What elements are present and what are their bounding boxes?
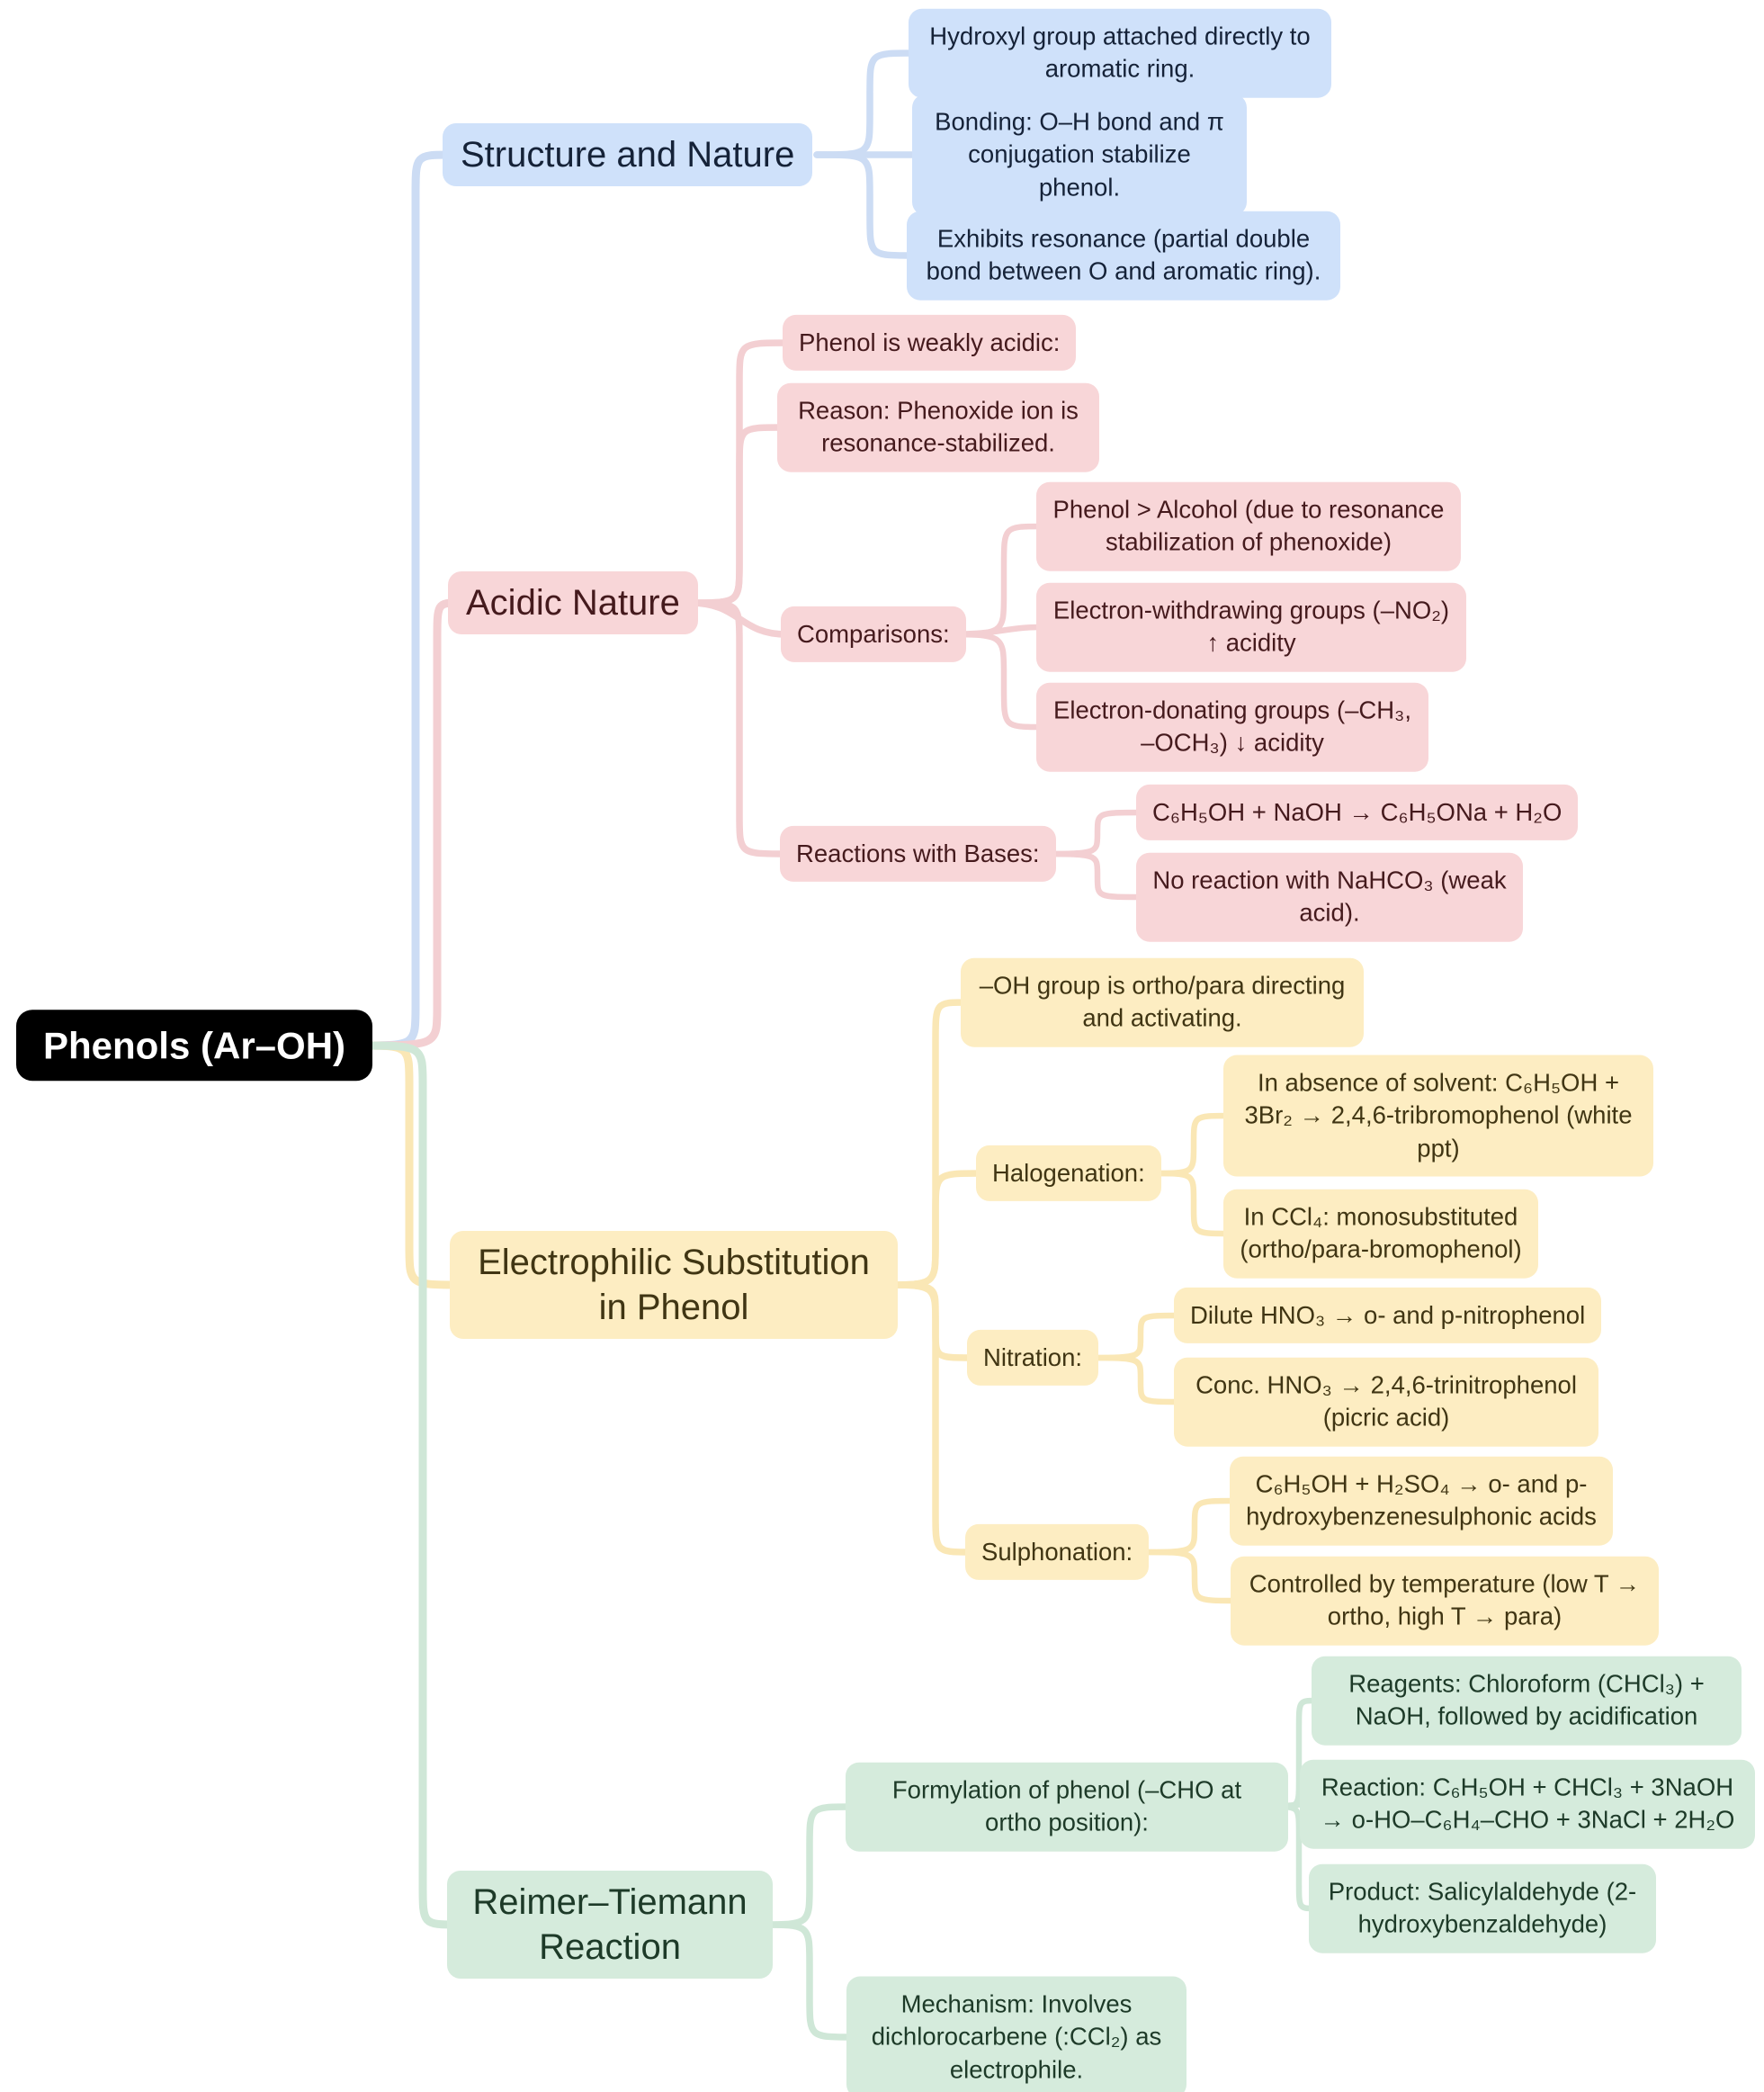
branch-reimer-tiemann: Reimer–Tiemann Reaction xyxy=(447,1871,773,1979)
node-reason-phenoxide: Reason: Phenoxide ion is resonance-stabi… xyxy=(777,382,1099,472)
link-root-reimer xyxy=(355,1041,462,1929)
node-ewg-increase-acidity: Electron-withdrawing groups (–NO₂) ↑ aci… xyxy=(1036,582,1466,672)
link-electro-sulphonation xyxy=(878,1281,974,1556)
link-bases-nahco3 xyxy=(1031,850,1145,901)
node-edg-decrease-acidity: Electron-donating groups (–CH₃, –OCH₃) ↓… xyxy=(1036,682,1428,772)
link-acidic-reason xyxy=(687,424,786,606)
node-reactions-with-bases: Reactions with Bases: xyxy=(780,825,1056,883)
link-formylation-product xyxy=(1272,1803,1318,1912)
node-hydroxyl-group: Hydroxyl group attached directly to arom… xyxy=(909,8,1331,98)
node-halogenation: Halogenation: xyxy=(976,1145,1161,1202)
node-mechanism-dichlorocarbene: Mechanism: Involves dichlorocarbene (:CC… xyxy=(846,1976,1186,2092)
branch-structure-and-nature: Structure and Nature xyxy=(443,123,813,186)
link-reimer-mechanism xyxy=(757,1921,855,2041)
link-halogenation-ccl4 xyxy=(1148,1170,1232,1237)
node-weakly-acidic: Phenol is weakly acidic: xyxy=(783,314,1077,372)
node-sulphonation-reaction: C₆H₅OH + H₂SO₄ → o- and p-hydroxybenzene… xyxy=(1230,1456,1613,1546)
node-product-salicylaldehyde: Product: Salicylaldehyde (2-hydroxybenza… xyxy=(1309,1863,1656,1953)
node-conc-hno3-picric: Conc. HNO₃ → 2,4,6-trinitrophenol (picri… xyxy=(1174,1357,1598,1447)
link-structure-resonance xyxy=(813,151,916,259)
node-oh-ortho-para-directing: –OH group is ortho/para directing and ac… xyxy=(961,957,1364,1047)
node-sulphonation-temperature: Controlled by temperature (low T → ortho… xyxy=(1231,1556,1659,1646)
node-phenol-gt-alcohol: Phenol > Alcohol (due to resonance stabi… xyxy=(1036,481,1461,571)
root-node-phenols: Phenols (Ar–OH) xyxy=(16,1010,372,1082)
link-halogenation-no-solvent xyxy=(1148,1112,1232,1177)
node-comparisons: Comparisons: xyxy=(781,606,966,663)
link-sulphonation-reaction xyxy=(1136,1497,1239,1556)
node-nahco3-no-reaction: No reaction with NaHCO₃ (weak acid). xyxy=(1136,852,1523,942)
node-reagents-chloroform: Reagents: Chloroform (CHCl₃) + NaOH, fol… xyxy=(1312,1656,1742,1746)
link-comparisons-edg xyxy=(937,631,1045,731)
node-halogenation-ccl4: In CCl₄: monosubstituted (ortho/para-bro… xyxy=(1223,1189,1538,1279)
node-sulphonation: Sulphonation: xyxy=(965,1523,1150,1581)
link-sulphonation-temperature xyxy=(1136,1549,1240,1604)
node-bonding-conjugation: Bonding: O–H bond and π conjugation stab… xyxy=(912,94,1247,216)
link-structure-hydroxyl xyxy=(813,49,918,158)
link-acidic-bases xyxy=(687,599,789,857)
node-naoh-reaction: C₆H₅OH + NaOH → C₆H₅ONa + H₂O xyxy=(1136,784,1579,841)
node-halogenation-no-solvent: In absence of solvent: C₆H₅OH + 3Br₂ → 2… xyxy=(1223,1055,1653,1177)
node-nitration: Nitration: xyxy=(967,1329,1099,1387)
node-reaction-equation: Reaction: C₆H₅OH + CHCl₃ + 3NaOH → o-HO–… xyxy=(1300,1759,1755,1849)
link-root-acidic xyxy=(355,598,463,1050)
link-reimer-formylation xyxy=(757,1803,855,1928)
node-dilute-hno3: Dilute HNO₃ → o- and p-nitrophenol xyxy=(1174,1287,1602,1344)
node-exhibits-resonance: Exhibits resonance (partial double bond … xyxy=(907,211,1340,301)
node-formylation: Formylation of phenol (–CHO at ortho pos… xyxy=(846,1762,1288,1852)
link-nitration-conc xyxy=(1080,1354,1183,1405)
branch-electrophilic-substitution: Electrophilic Substitution in Phenol xyxy=(450,1231,898,1339)
link-root-electrophilic xyxy=(355,1041,465,1289)
branch-acidic-nature: Acidic Nature xyxy=(448,571,698,634)
